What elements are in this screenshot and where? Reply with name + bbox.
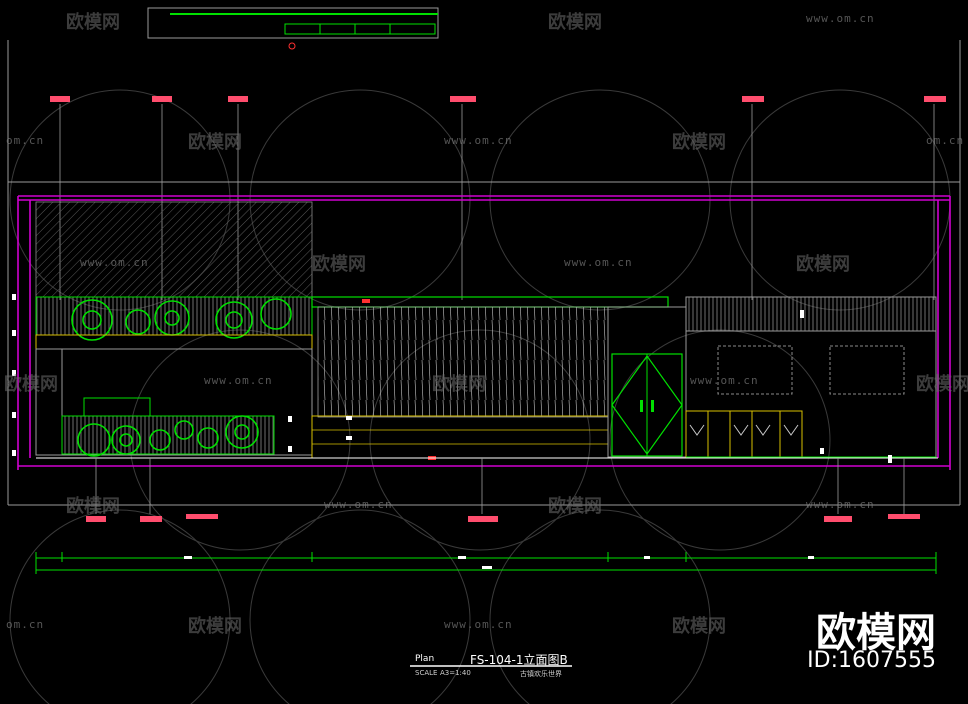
watermark-url: www.om.cn xyxy=(324,498,393,511)
outer-frame xyxy=(7,40,961,506)
brand-id: ID:1607555 xyxy=(807,648,936,673)
scale-value: A3=1:40 xyxy=(440,669,471,677)
watermark-brand: 欧模网 xyxy=(432,374,486,395)
watermark-url: www.om.cn xyxy=(204,374,273,387)
dimension-values xyxy=(184,556,814,569)
watermark-url: om.cn xyxy=(6,134,45,147)
dimension-chain xyxy=(35,552,937,574)
watermark-url: www.om.cn xyxy=(806,12,875,25)
brand-logo-text: 欧模网 xyxy=(816,610,936,656)
gear-frieze-upper xyxy=(35,296,313,350)
leader-tags-bottom xyxy=(86,458,920,522)
top-plan-fragment xyxy=(147,7,439,50)
hatched-wall xyxy=(35,201,313,298)
watermark-brand: 欧模网 xyxy=(66,496,120,517)
watermark-url: om.cn xyxy=(926,134,965,147)
watermark-brand: 欧模网 xyxy=(672,132,726,153)
watermark-brand: 欧模网 xyxy=(796,254,850,275)
watermark-url: om.cn xyxy=(6,618,45,631)
watermark-url: www.om.cn xyxy=(444,134,513,147)
watermark-brand: 欧模网 xyxy=(312,254,366,275)
drawing-subtitle: 古镇欢乐世界 xyxy=(520,670,562,678)
watermark-url: www.om.cn xyxy=(444,618,513,631)
ceiling-floor-lines xyxy=(17,195,951,470)
right-wall-section xyxy=(685,296,937,458)
watermark-brand: 欧模网 xyxy=(188,616,242,637)
watermark-url: www.om.cn xyxy=(80,256,149,269)
watermark-brand: 欧模网 xyxy=(4,374,58,395)
curtain-wall xyxy=(311,296,669,460)
dimension-markers xyxy=(12,294,892,463)
watermark-url: www.om.cn xyxy=(690,374,759,387)
watermark-brand: 欧模网 xyxy=(672,616,726,637)
watermark-brand: 欧模网 xyxy=(188,132,242,153)
door-cabinet xyxy=(607,306,687,458)
watermark-brand: 欧模网 xyxy=(66,12,120,33)
gear-counter-lower xyxy=(35,348,313,457)
watermark-brand: 欧模网 xyxy=(548,496,602,517)
watermark-brand: 欧模网 xyxy=(916,374,968,395)
scale-label: SCALE xyxy=(415,669,438,677)
watermark-url: www.om.cn xyxy=(806,498,875,511)
drawing-title: FS-104-1立面图B xyxy=(470,653,568,667)
drawing-plan-label: Plan xyxy=(415,654,435,664)
watermark-url: www.om.cn xyxy=(564,256,633,269)
watermark-brand: 欧模网 xyxy=(548,12,602,33)
